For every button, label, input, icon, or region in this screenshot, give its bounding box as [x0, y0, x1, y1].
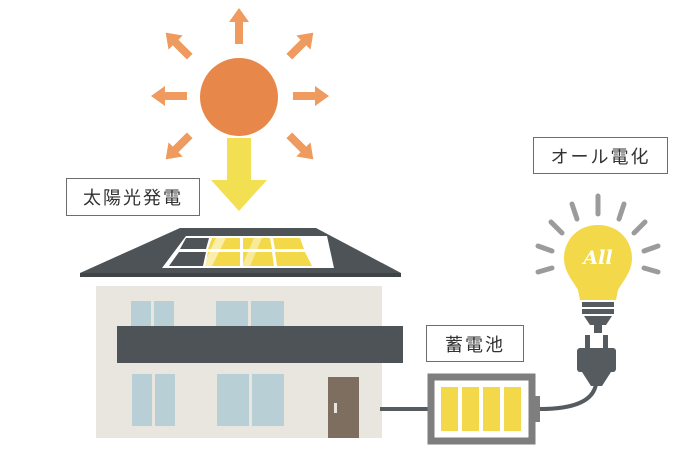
- bulb-text: All: [581, 247, 612, 269]
- battery-icon: [427, 373, 540, 445]
- solar-panel-icon: [162, 236, 334, 268]
- sunlight-arrow-icon: [211, 138, 267, 211]
- door-handle: [334, 403, 337, 413]
- door: [328, 377, 359, 438]
- battery-label: 蓄電池: [426, 325, 524, 362]
- sun-rays: [151, 8, 329, 160]
- battery-cell: [441, 387, 458, 431]
- house-icon: [80, 228, 403, 438]
- balcony: [117, 326, 403, 363]
- all-electric-label: オール電化: [533, 137, 668, 174]
- battery-cell: [483, 387, 500, 431]
- plug-icon: [577, 335, 616, 386]
- cable-battery-plug: [539, 383, 598, 411]
- battery-cell: [462, 387, 479, 431]
- solar-power-label: 太陽光発電: [66, 178, 200, 216]
- sun-icon: [151, 8, 329, 160]
- sun-disc: [200, 58, 278, 136]
- light-bulb-icon: All: [535, 193, 661, 333]
- roof-edge: [96, 277, 382, 286]
- battery-cell: [504, 387, 521, 431]
- roof-eave: [80, 273, 401, 277]
